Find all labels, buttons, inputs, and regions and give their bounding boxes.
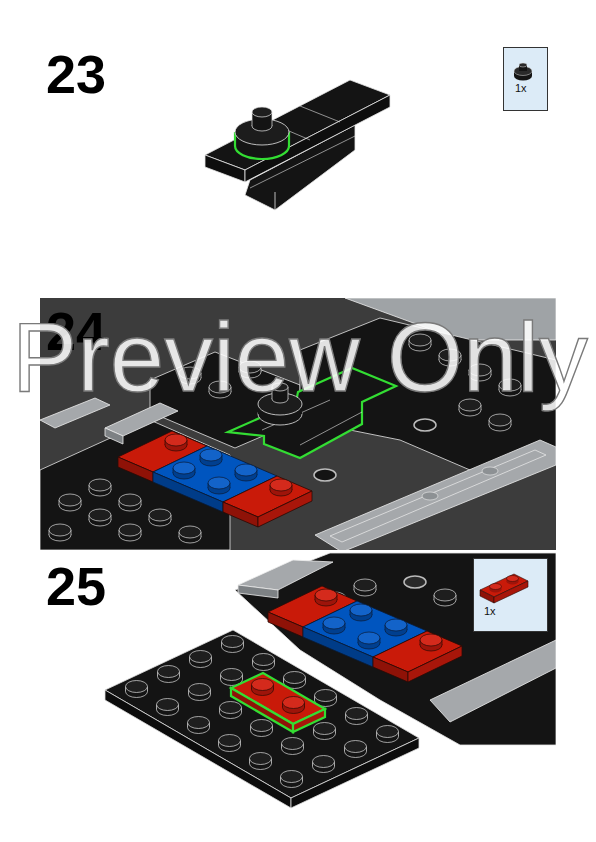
step-25-assembly [354, 579, 376, 596]
step-25-assembly [220, 702, 242, 719]
step-24-assembly [105, 403, 178, 436]
step-25-assembly [126, 681, 148, 698]
step-25-assembly [252, 679, 274, 696]
step-25-assembly [253, 654, 275, 671]
step-24-assembly [489, 414, 511, 431]
step-25-assembly [189, 684, 211, 701]
step-25-assembly [190, 651, 212, 668]
step-25-assembly [219, 735, 241, 752]
step-25-assembly [346, 708, 368, 725]
step-25-assembly [291, 738, 419, 808]
part-quantity: 1x [484, 606, 547, 617]
step-24-assembly [105, 428, 123, 444]
step-23-assembly [205, 155, 245, 182]
step-24-assembly [300, 412, 362, 445]
step-23-assembly [272, 112, 273, 126]
step-25-assembly [188, 717, 210, 734]
step-25-assembly [434, 589, 456, 606]
watermark: Preview Only [12, 309, 588, 407]
step-23-assembly [205, 80, 390, 170]
step-number: 23 [46, 47, 106, 101]
step-25-assembly [238, 560, 333, 590]
part-callout-ground [473, 558, 548, 632]
step-25-assembly [314, 723, 336, 740]
part-callout-ground [490, 584, 502, 590]
step-24-assembly [179, 526, 201, 543]
step-24-assembly [59, 494, 81, 511]
step-25-assembly [313, 756, 335, 773]
step-23-assembly [275, 192, 276, 210]
step-25-assembly [222, 636, 244, 653]
step-23-assembly [252, 112, 253, 126]
step-number: 25 [46, 559, 106, 613]
step-24-assembly [89, 479, 111, 496]
step-23-assembly [205, 80, 390, 210]
step-25-assembly [281, 771, 303, 788]
part-quantity: 1x [515, 83, 547, 94]
step-number: 23 [46, 47, 106, 101]
step-25-assembly [282, 738, 304, 755]
step-24-assembly [414, 419, 436, 431]
step-25-assembly [238, 585, 278, 598]
step-25-assembly [250, 753, 272, 770]
step-24-assembly [422, 492, 438, 500]
part-callout-ground [519, 63, 527, 67]
step-24-assembly [119, 524, 141, 541]
watermark: Preview Only [12, 309, 588, 407]
step-23-assembly [252, 107, 272, 117]
step-25-assembly [404, 576, 426, 588]
parts-callout-box: 1x [503, 47, 548, 111]
step-23-assembly [300, 106, 340, 122]
step-number: 25 [46, 559, 106, 613]
part-callout-ground [507, 576, 519, 582]
step-24-assembly [330, 450, 546, 542]
parts-callout-box: 1x [473, 558, 548, 632]
step-25-assembly [157, 699, 179, 716]
part-callout-ground [480, 590, 494, 603]
step-25-assembly [251, 720, 273, 737]
step-25-assembly [105, 553, 556, 808]
step-24-assembly [149, 509, 171, 526]
part-callout-ground [503, 47, 548, 111]
step-25-assembly [105, 630, 419, 798]
step-24-assembly [119, 494, 141, 511]
step-24-assembly [482, 467, 498, 475]
step-24-assembly [89, 509, 111, 526]
step-25-assembly [345, 741, 367, 758]
part-callout-ground [503, 47, 548, 111]
step-25-assembly [158, 666, 180, 683]
step-25-assembly [283, 697, 305, 714]
step-25-assembly [377, 726, 399, 743]
part-callout-ground [473, 558, 548, 632]
step-24-assembly [314, 469, 336, 481]
step-24-assembly [49, 524, 71, 541]
step-24-assembly [315, 440, 556, 550]
